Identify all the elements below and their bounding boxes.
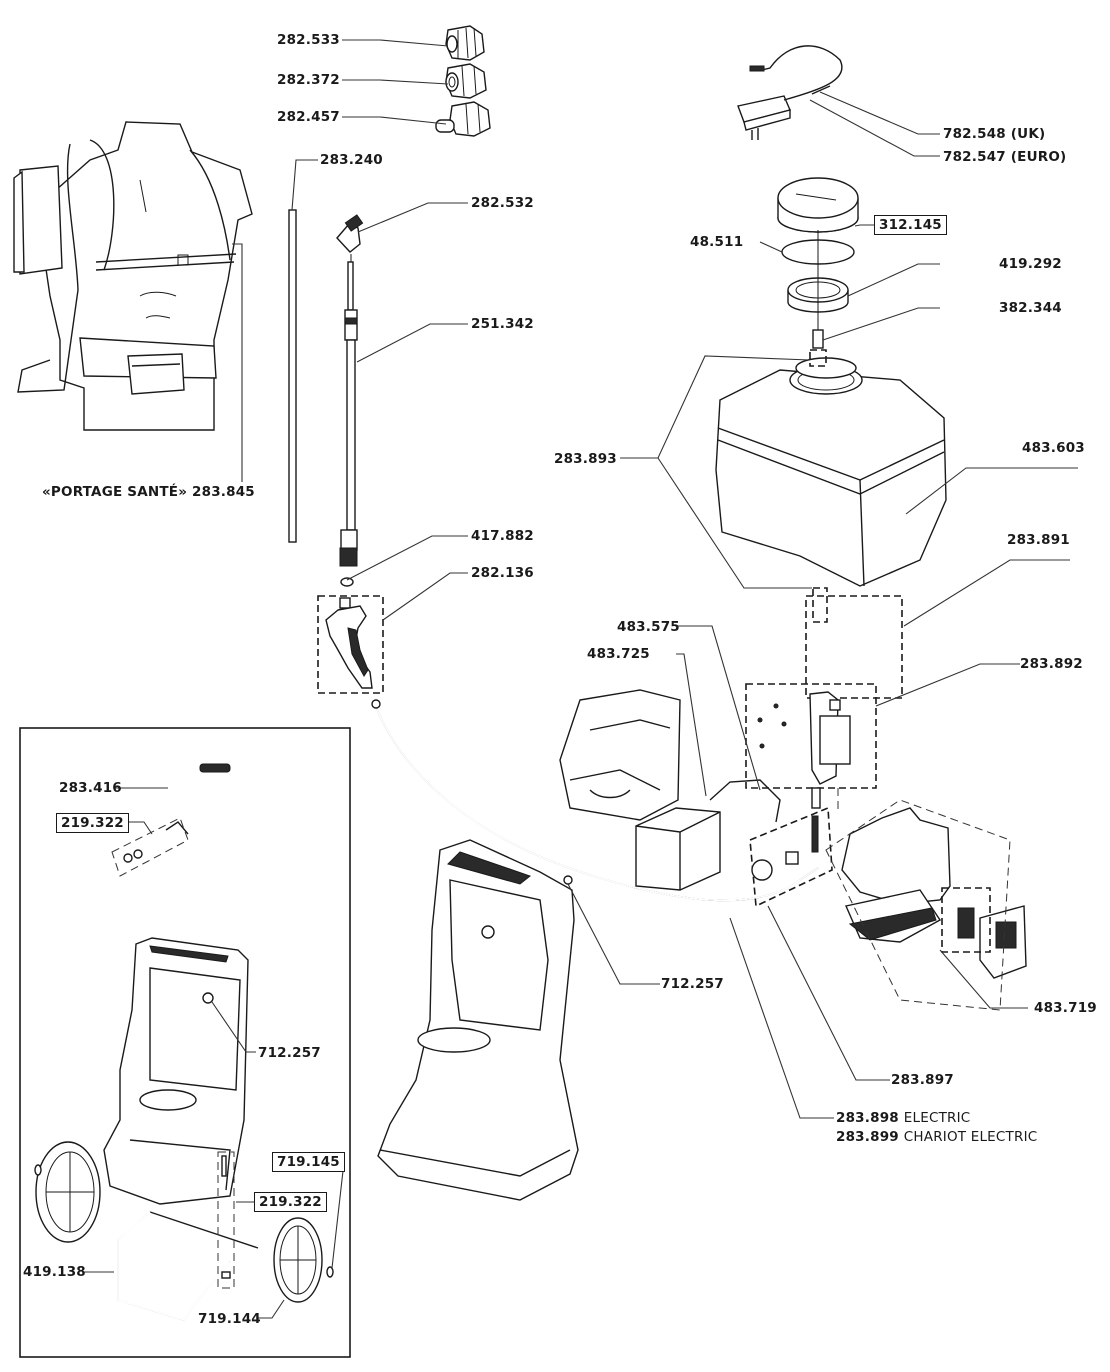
label-washer: 417.882 bbox=[471, 528, 534, 544]
electronics-housing bbox=[841, 807, 1027, 979]
hose-electric-code: 283.898 bbox=[836, 1110, 899, 1126]
nozzle-282457 bbox=[435, 101, 491, 137]
label-trolley-screw: 712.257 bbox=[258, 1045, 321, 1061]
valve-kit-box bbox=[812, 587, 828, 623]
pump-kit-box bbox=[745, 683, 877, 789]
label-nozzle-282533: 282.533 bbox=[277, 32, 340, 48]
trolley-axle-frame bbox=[117, 1211, 259, 1322]
clip bbox=[326, 1266, 334, 1278]
lance bbox=[336, 214, 364, 587]
label-nozzle-282457: 282.457 bbox=[277, 109, 340, 125]
label-trolley-clip: 719.145 bbox=[272, 1152, 345, 1172]
label-lance: 251.342 bbox=[471, 316, 534, 332]
label-trolley-hardware-bottom: 219.322 bbox=[254, 1192, 327, 1212]
tank bbox=[715, 357, 947, 587]
label-rod: 283.240 bbox=[320, 152, 383, 168]
trolley-wheel-right bbox=[273, 1217, 323, 1303]
label-hose-chariot: 283.899 CHARIOT ELECTRIC bbox=[836, 1129, 1037, 1145]
battery-holder bbox=[559, 689, 681, 821]
nozzle-282533 bbox=[445, 25, 485, 61]
label-battery: 483.725 bbox=[587, 646, 650, 662]
trolley-wheel-left bbox=[35, 1141, 101, 1243]
label-trolley-axle-frame: 419.138 bbox=[23, 1264, 86, 1280]
harness-figure bbox=[13, 121, 253, 431]
filter bbox=[812, 329, 824, 349]
electronics-box bbox=[941, 887, 991, 953]
label-charger-uk: 782.548 (UK) bbox=[943, 126, 1046, 142]
battery bbox=[635, 807, 721, 891]
label-tank: 483.603 bbox=[1022, 440, 1085, 456]
hose-chariot-text: CHARIOT ELECTRIC bbox=[903, 1129, 1038, 1145]
label-ring-nut: 419.292 bbox=[999, 256, 1062, 272]
hose-kit-box bbox=[805, 595, 903, 699]
label-cap: 312.145 bbox=[874, 215, 947, 235]
backpack-frame bbox=[377, 839, 579, 1201]
hose-chariot-code: 283.899 bbox=[836, 1129, 899, 1145]
hose-electric-text: ELECTRIC bbox=[903, 1110, 971, 1126]
trigger-kit-box bbox=[317, 595, 384, 694]
label-backpack-screw: 712.257 bbox=[661, 976, 724, 992]
label-hose-electric: 283.898 ELECTRIC bbox=[836, 1110, 970, 1126]
label-electronics: 483.719 bbox=[1034, 1000, 1097, 1016]
trolley-body bbox=[103, 937, 249, 1205]
trigger-handle bbox=[325, 597, 373, 689]
label-valve-kit: 283.893 bbox=[554, 451, 617, 467]
nozzle-282372 bbox=[445, 63, 487, 99]
label-angled-nozzle: 282.532 bbox=[471, 195, 534, 211]
charger bbox=[737, 45, 843, 140]
label-nozzle-282372: 282.372 bbox=[277, 72, 340, 88]
connector-kit-box bbox=[749, 806, 833, 908]
tank-cap bbox=[777, 177, 859, 233]
label-pump-kit: 283.892 bbox=[1020, 656, 1083, 672]
label-hose-kit: 283.891 bbox=[1007, 532, 1070, 548]
label-o-ring: 48.511 bbox=[690, 234, 744, 250]
label-trolley-handle: 283.416 bbox=[59, 780, 122, 796]
label-connector-kit: 283.897 bbox=[891, 1072, 954, 1088]
trolley-handle bbox=[150, 762, 264, 969]
trolley-inset bbox=[19, 727, 351, 1358]
label-charger-euro: 782.547 (EURO) bbox=[943, 149, 1067, 165]
label-trolley-hardware-top: 219.322 bbox=[56, 813, 129, 833]
rod bbox=[288, 209, 297, 543]
label-trolley-wheel: 719.144 bbox=[198, 1311, 261, 1327]
label-trigger: 282.136 bbox=[471, 565, 534, 581]
label-filter: 382.344 bbox=[999, 300, 1062, 316]
label-cable: 483.575 bbox=[617, 619, 680, 635]
pump bbox=[757, 691, 851, 785]
label-harness: «PORTAGE SANTÉ» 283.845 bbox=[42, 484, 255, 500]
